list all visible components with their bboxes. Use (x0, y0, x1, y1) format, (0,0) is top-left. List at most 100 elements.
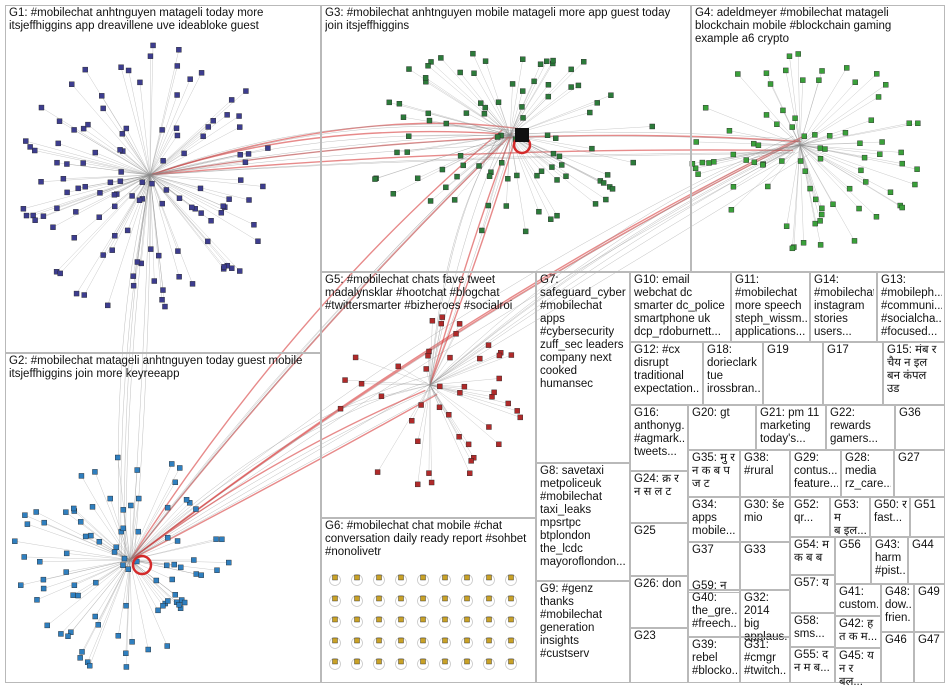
group-panel-g47: G47 (914, 632, 945, 683)
group-panel-g15: G15: मंब र चैय न इल बन कंपल उड (883, 342, 945, 405)
group-panel-g12: G12: #cx disrupt traditional expectation… (630, 342, 703, 405)
group-panel-g10: G10: email webchat dc smarter dc_police … (630, 272, 731, 342)
group-panel-g23: G23 (630, 628, 688, 683)
group-panel-g40: G59: न G40: the_gre... #freech... (688, 590, 740, 637)
group-panel-g41: G41: custom... (835, 584, 881, 616)
group-label-g53: G53: म ब इल... (834, 499, 867, 538)
group-label-g24: G24: क्र र न स ल ट (634, 473, 685, 499)
group-panel-g3: G3: #mobilechat anhtnguyen mobile matage… (321, 5, 691, 272)
group-label-g20: G20: gt (692, 407, 753, 420)
group-label-g33: G33 (744, 544, 787, 557)
group-panel-g48: G48: dow... frien... (881, 584, 914, 632)
group-label-g18: G18: dorieclark tue irossbran... (707, 344, 760, 396)
group-label-g11: G11: #mobilechat more speech steph_wissm… (735, 274, 807, 339)
group-panel-g25: G25 (630, 523, 688, 576)
group-panel-g39: G39: rebel #blocko... (688, 637, 740, 683)
group-label-g9: G9: #genz thanks #mobilechat generation … (540, 583, 627, 661)
group-label-g39: G39: rebel #blocko... (692, 639, 737, 678)
group-panel-g33: G33 (740, 542, 790, 590)
group-panel-g7: G7: safeguard_cyber #mobilechat apps #cy… (536, 272, 630, 463)
group-panel-g58: G58: sms... (790, 613, 835, 647)
group-panel-g19: G19 (763, 342, 823, 405)
group-panel-g2: G2: #mobilechat matageli anhtnguyen toda… (5, 353, 321, 683)
group-label-g47: G47 (918, 634, 942, 647)
group-panel-g11: G11: #mobilechat more speech steph_wissm… (731, 272, 810, 342)
group-label-g8: G8: savetaxi metpoliceuk #mobilechat tax… (540, 465, 627, 569)
group-label-g22: G22: rewards gamers... (830, 407, 892, 446)
group-panel-g35: G35: मु र न क ब प ज ट (688, 450, 740, 497)
group-panel-g45: G45: य न र बल... (835, 648, 881, 683)
group-panel-g34: G34: apps mobile... (688, 497, 740, 542)
group-label-g3: G3: #mobilechat anhtnguyen mobile matage… (325, 7, 688, 33)
group-panel-g38: G38: #rural (740, 450, 790, 497)
group-panel-g44: G44 (908, 537, 945, 584)
group-label-g52: G52: qr... (794, 499, 827, 525)
group-label-g45: G45: य न र बल... (839, 650, 878, 689)
group-panel-g31: G31: #cmgr #twitch... (740, 637, 790, 683)
group-label-g13: G13: #mobileph... #communi... #socialcha… (881, 274, 942, 339)
group-panel-g6: G6: #mobilechat chat mobile #chat conver… (321, 518, 536, 683)
group-label-g40: G40: the_gre... #freech... (692, 592, 737, 631)
group-panel-g4: G4: adeldmeyer #mobilechat matageli bloc… (691, 5, 945, 272)
group-label-g19: G19 (767, 344, 820, 357)
group-panel-g54: G54: म क ब ब (790, 537, 835, 575)
group-panel-g50: G50: र fast... (870, 497, 910, 537)
group-panel-g1: G1: #mobilechat anhtnguyen matageli toda… (5, 5, 321, 353)
group-label-g51: G51 (914, 499, 942, 512)
group-label-g55: G55: द न म ब... (794, 649, 832, 675)
group-label-g58: G58: sms... (794, 615, 832, 641)
group-panel-g18: G18: dorieclark tue irossbran... (703, 342, 763, 405)
group-label-g15: G15: मंब र चैय न इल बन कंपल उड (887, 344, 942, 396)
group-panel-g55: G55: द न म ब... (790, 647, 835, 683)
group-label-g31: G31: #cmgr #twitch... (744, 639, 787, 678)
group-label-g30: G30: še mio (744, 499, 787, 525)
group-panel-g49: G49 (914, 584, 945, 632)
group-panel-g53: G53: म ब इल... (830, 497, 870, 537)
group-label-g36: G36 (899, 407, 942, 420)
group-label-g10: G10: email webchat dc smarter dc_police … (634, 274, 728, 339)
group-label-g28: G28: media rz_care... (845, 452, 891, 491)
group-label-g25: G25 (634, 525, 685, 538)
group-panel-g8: G8: savetaxi metpoliceuk #mobilechat tax… (536, 463, 630, 581)
group-label-g41: G41: custom... (839, 586, 878, 612)
group-label-g17: G17 (827, 344, 880, 357)
group-panel-g20: G20: gt (688, 405, 756, 450)
group-label-g35: G35: मु र न क ब प ज ट (692, 452, 737, 491)
group-panel-g21: G21: pm 11 marketing today's... (756, 405, 826, 450)
group-label-g54: G54: म क ब ब (794, 539, 832, 565)
group-label-g34: G34: apps mobile... (692, 499, 737, 538)
group-panel-g17: G17 (823, 342, 883, 405)
group-panel-g13: G13: #mobileph... #communi... #socialcha… (877, 272, 945, 342)
group-label-g12: G12: #cx disrupt traditional expectation… (634, 344, 700, 396)
group-label-g57: G57: य (794, 577, 832, 590)
group-label-g5: G5: #mobilechat chats fave tweet madalyn… (325, 274, 533, 313)
group-panel-g46: G46 (881, 632, 914, 683)
group-label-g2: G2: #mobilechat matageli anhtnguyen toda… (9, 355, 318, 381)
group-label-g23: G23 (634, 630, 685, 643)
group-panel-g30: G30: še mio (740, 497, 790, 542)
group-label-g42: G42: ह त क म... (839, 618, 878, 644)
group-panel-g57: G57: य (790, 575, 835, 613)
group-label-g4: G4: adeldmeyer #mobilechat matageli bloc… (695, 7, 942, 46)
group-panel-g43: G43: harm #pist... (871, 537, 908, 584)
group-label-g29: G29: contus... feature... (794, 452, 838, 491)
group-panel-g9: G9: #genz thanks #mobilechat generation … (536, 581, 630, 683)
group-panel-g22: G22: rewards gamers... (826, 405, 895, 450)
group-panel-g56: G56 (835, 537, 871, 584)
group-panel-g51: G51 (910, 497, 945, 537)
group-panel-g16: G16: anthonyg... #agmark... tweets... (630, 405, 688, 471)
group-panel-g5: G5: #mobilechat chats fave tweet madalyn… (321, 272, 536, 518)
group-label-g49: G49 (918, 586, 942, 599)
group-label-g27: G27 (898, 452, 942, 465)
group-label-g56: G56 (839, 539, 868, 552)
group-label-g38: G38: #rural (744, 452, 787, 478)
group-label-g1: G1: #mobilechat anhtnguyen matageli toda… (9, 7, 318, 33)
group-label-g43: G43: harm #pist... (875, 539, 905, 578)
group-label-g6: G6: #mobilechat chat mobile #chat conver… (325, 520, 533, 559)
group-label-g7: G7: safeguard_cyber #mobilechat apps #cy… (540, 274, 627, 391)
group-label-g21: G21: pm 11 marketing today's... (760, 407, 823, 446)
group-label-g16: G16: anthonyg... #agmark... tweets... (634, 407, 685, 459)
group-panel-g24: G24: क्र र न स ल ट (630, 471, 688, 523)
group-label-g50: G50: र fast... (874, 499, 907, 525)
